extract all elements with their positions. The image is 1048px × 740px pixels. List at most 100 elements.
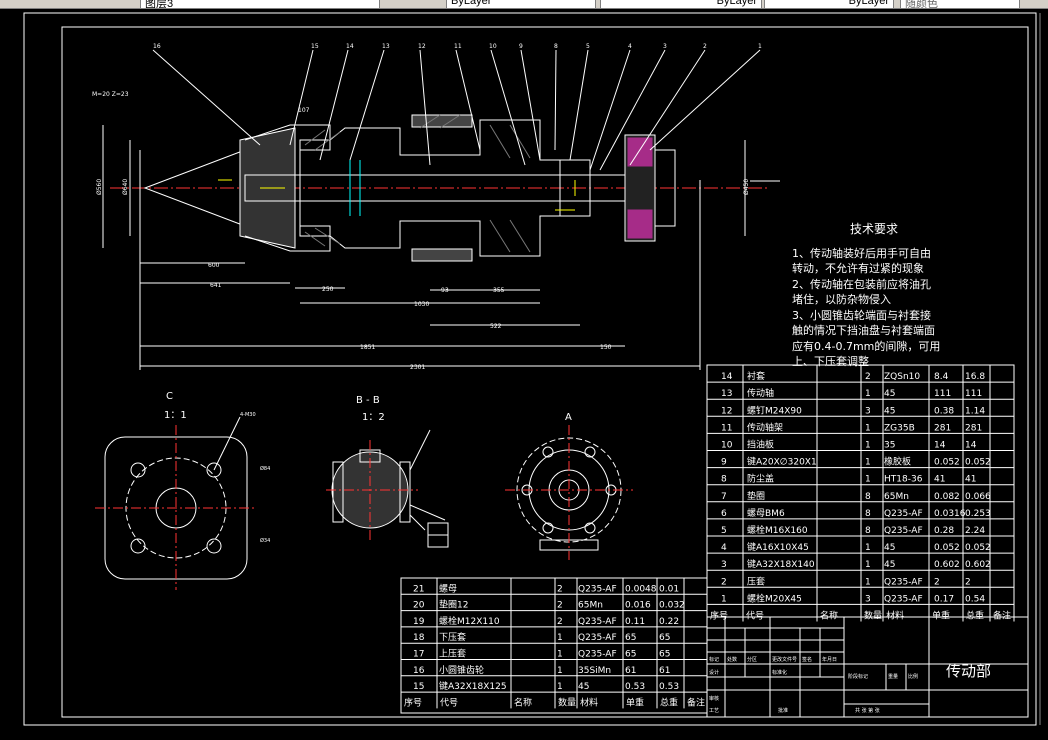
bom-cell: 0.052: [965, 543, 991, 553]
bom-cell: 35: [884, 441, 895, 451]
dim-dia-450: Ø450: [743, 179, 750, 195]
balloon-10: 10: [489, 43, 497, 50]
bom-cell: Q235-AF: [578, 617, 617, 627]
bom-header-cell: 单重: [626, 696, 644, 708]
dim-dia-640: Ø640: [122, 179, 129, 195]
bom-cell: 1: [865, 475, 871, 485]
bom-cell: 0.01: [659, 584, 679, 594]
linetype-scale-dropdown[interactable]: ByLayer: [600, 0, 762, 8]
view-a: [505, 425, 633, 560]
tech-line: 转动，不允许有过紧的现象: [792, 262, 924, 275]
bom-cell: 1: [865, 389, 871, 399]
bom-cell: 小圆锥齿轮: [439, 664, 484, 676]
bom-cell: 螺栓M16X160: [747, 524, 808, 536]
balloon-16: 16: [153, 43, 161, 50]
dim-355: 355: [493, 287, 505, 294]
dim-250: 250: [322, 286, 334, 293]
dim-641: 641: [210, 282, 222, 289]
bom-header-cell: 单重: [932, 610, 950, 622]
bom-cell: 1: [557, 666, 563, 676]
bom-cell: 衬套: [747, 370, 765, 382]
bom-cell: 1: [865, 423, 871, 433]
bom-cell: 挡油板: [747, 439, 774, 451]
bom-cell: 111: [934, 389, 951, 399]
lineweight-dropdown[interactable]: ByLayer: [764, 0, 894, 8]
tb-weight: 重量: [888, 673, 898, 680]
dim-dia-84: Ø84: [260, 465, 270, 472]
drawing-title: 传动部: [946, 662, 991, 680]
bom-cell: 16: [413, 666, 425, 676]
bom-cell: 9: [721, 458, 727, 468]
balloon-8: 8: [554, 43, 558, 50]
bom-cell: 0.22: [659, 617, 679, 627]
bom-cell: 2: [557, 617, 563, 627]
bom-cell: ZQSn10: [884, 372, 920, 382]
dim-107: 107: [298, 107, 310, 114]
tech-line: 堵住，以防杂物侵入: [792, 293, 891, 306]
bom-cell: 0.0048: [625, 584, 657, 594]
tb-sign: 签名: [802, 656, 812, 663]
view-a-label: A: [565, 412, 572, 423]
main-assembly-view: [102, 49, 780, 370]
bom-cell: 20: [413, 601, 425, 611]
bom-cell: Q235-AF: [884, 577, 923, 587]
view-bb: [326, 429, 449, 548]
bom-cell: 1: [865, 560, 871, 570]
bom-cell: 传动轴架: [747, 421, 783, 433]
bom-cell: 15: [413, 682, 424, 692]
bom-cell: 17: [413, 650, 424, 660]
bom-cell: 16.8: [965, 372, 985, 382]
bom-cell: 1: [557, 633, 563, 643]
dim-522: 522: [490, 323, 502, 330]
bom-cell: 14: [721, 372, 733, 382]
bom-cell: 281: [965, 423, 982, 433]
drawing-canvas[interactable]: 16 15 14 13 12 11 10 9 8 5 4 3 2 1 600 6…: [0, 9, 1048, 740]
bom-cell: 2: [965, 577, 971, 587]
bom-cell: 41: [965, 475, 976, 485]
bom-cell: HT18-36: [884, 475, 923, 485]
bom-cell: 5: [721, 526, 727, 536]
bom-cell: 2.24: [965, 526, 985, 536]
bom-cell: 0.0316: [934, 509, 966, 519]
bom-cell: 0.28: [934, 526, 954, 536]
bom-cell: 14: [965, 441, 977, 451]
bom-cell: 12: [721, 406, 732, 416]
tb-mark: 标记: [709, 656, 719, 663]
bom-cell: 螺母: [439, 583, 457, 594]
tb-change: 更改文件号: [772, 656, 797, 663]
bom-cell: 0.11: [625, 617, 645, 627]
tech-line: 2、传动轴在包装前应将油孔: [792, 277, 931, 291]
bom-header-cell: 总重: [966, 610, 984, 622]
bom-cell: 0.38: [934, 406, 954, 416]
view-c: [95, 416, 257, 590]
bom-cell: 下压套: [439, 631, 466, 643]
bom-header-cell: 材料: [580, 696, 598, 708]
bom-cell: 3: [865, 406, 871, 416]
bom-header-cell: 总重: [660, 696, 678, 708]
bom-cell: 键A16X10X45: [747, 541, 809, 553]
bom-cell: 281: [934, 423, 951, 433]
balloon-13: 13: [382, 43, 390, 50]
layer-dropdown[interactable]: 图层3: [140, 0, 380, 8]
bom-cell: 1: [865, 441, 871, 451]
linetype-dropdown[interactable]: ByLayer: [446, 0, 596, 8]
dim-93: 93: [441, 287, 449, 294]
bom-cell: 2: [934, 577, 940, 587]
bom-left-table: [400, 577, 708, 714]
dim-dia-34: Ø34: [260, 537, 270, 544]
color-dropdown[interactable]: 随颜色: [900, 0, 1020, 8]
view-c-scale: 1：1: [164, 410, 187, 421]
balloon-1: 1: [758, 43, 762, 50]
technical-requirements: 技术要求 1、传动轴装好后用手可自由 转动，不允许有过紧的现象 2、传动轴在包装…: [792, 222, 982, 370]
bom-cell: 0.032: [659, 601, 685, 611]
bom-cell: 65: [625, 650, 636, 660]
view-bb-scale: 1：2: [362, 412, 385, 423]
